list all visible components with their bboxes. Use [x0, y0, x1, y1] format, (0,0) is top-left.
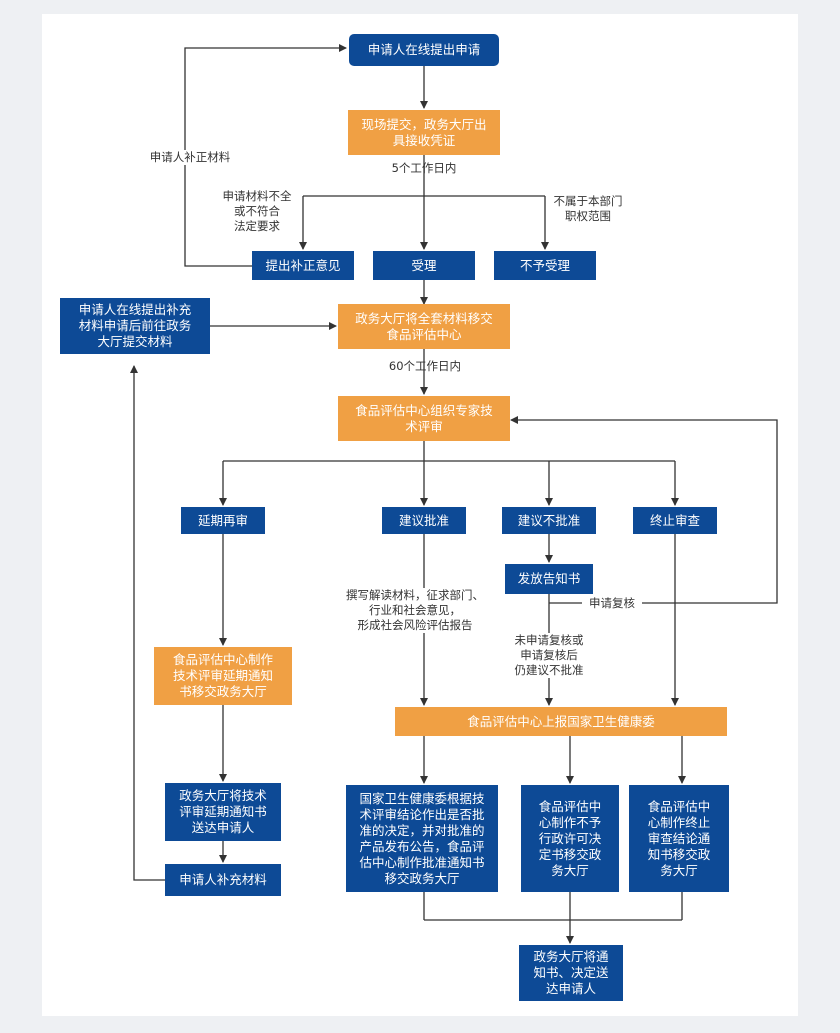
node-accept: 受理 [373, 251, 475, 280]
label-write-materials: 撰写解读材料，征求部门、 行业和社会意见， 形成社会风险评估报告 [335, 588, 495, 633]
node-supplement-opinion: 提出补正意见 [252, 251, 354, 280]
arrow-recheck-loop [510, 416, 778, 604]
node-transfer: 政务大厅将全套材料移交 食品评估中心 [338, 304, 510, 349]
arrow-applicant-to-online [130, 365, 165, 881]
node-delay: 延期再审 [181, 507, 265, 534]
node-terminate: 终止审查 [633, 507, 717, 534]
node-disapprove-suggest: 建议不批准 [502, 507, 596, 534]
node-report-nhc: 食品评估中心上报国家卫生健康委 [395, 707, 727, 736]
node-deliver-final: 政务大厅将通 知书、决定送 达申请人 [519, 945, 623, 1001]
flowchart-connectors [130, 44, 778, 944]
node-reject: 不予受理 [494, 251, 596, 280]
node-issue-notice: 发放告知书 [505, 564, 593, 594]
label-five-days: 5个工作日内 [391, 161, 457, 175]
node-onsite: 现场提交，政务大厅出 具接收凭证 [348, 110, 500, 155]
label-applicant-correct: 申请人补正材料 [138, 150, 242, 165]
node-applicant-supplement: 申请人补充材料 [165, 864, 281, 896]
label-not-scope: 不属于本部门 职权范围 [553, 194, 623, 223]
node-online-supplement: 申请人在线提出补充 材料申请后前往政务 大厅提交材料 [60, 298, 210, 354]
node-delay-notice: 食品评估中心制作 技术评审延期通知 书移交政务大厅 [154, 647, 292, 705]
node-no-permit: 食品评估中 心制作不予 行政许可决 定书移交政 务大厅 [521, 785, 619, 892]
label-no-recheck: 未申请复核或 申请复核后 仍建议不批准 [504, 633, 594, 678]
flowchart-canvas: 申请人在线提出申请 现场提交，政务大厅出 具接收凭证 申请人补正材料 5个工作日… [42, 14, 798, 1016]
label-request-recheck: 申请复核 [582, 596, 642, 611]
node-expert-review: 食品评估中心组织专家技 术评审 [338, 396, 510, 441]
node-nhc-decision: 国家卫生健康委根据技 术评审结论作出是否批 准的决定，并对批准的 产品发布公告，… [346, 785, 498, 892]
node-start: 申请人在线提出申请 [349, 34, 499, 66]
label-sixty-days: 60个工作日内 [388, 359, 462, 373]
node-terminate-notice: 食品评估中 心制作终止 审查结论通 知书移交政 务大厅 [629, 785, 729, 892]
node-approve-suggest: 建议批准 [382, 507, 466, 534]
label-incomplete: 申请材料不全 或不符合 法定要求 [222, 189, 292, 233]
node-hall-delay-deliver: 政务大厅将技术 评审延期通知书 送达申请人 [165, 783, 281, 841]
